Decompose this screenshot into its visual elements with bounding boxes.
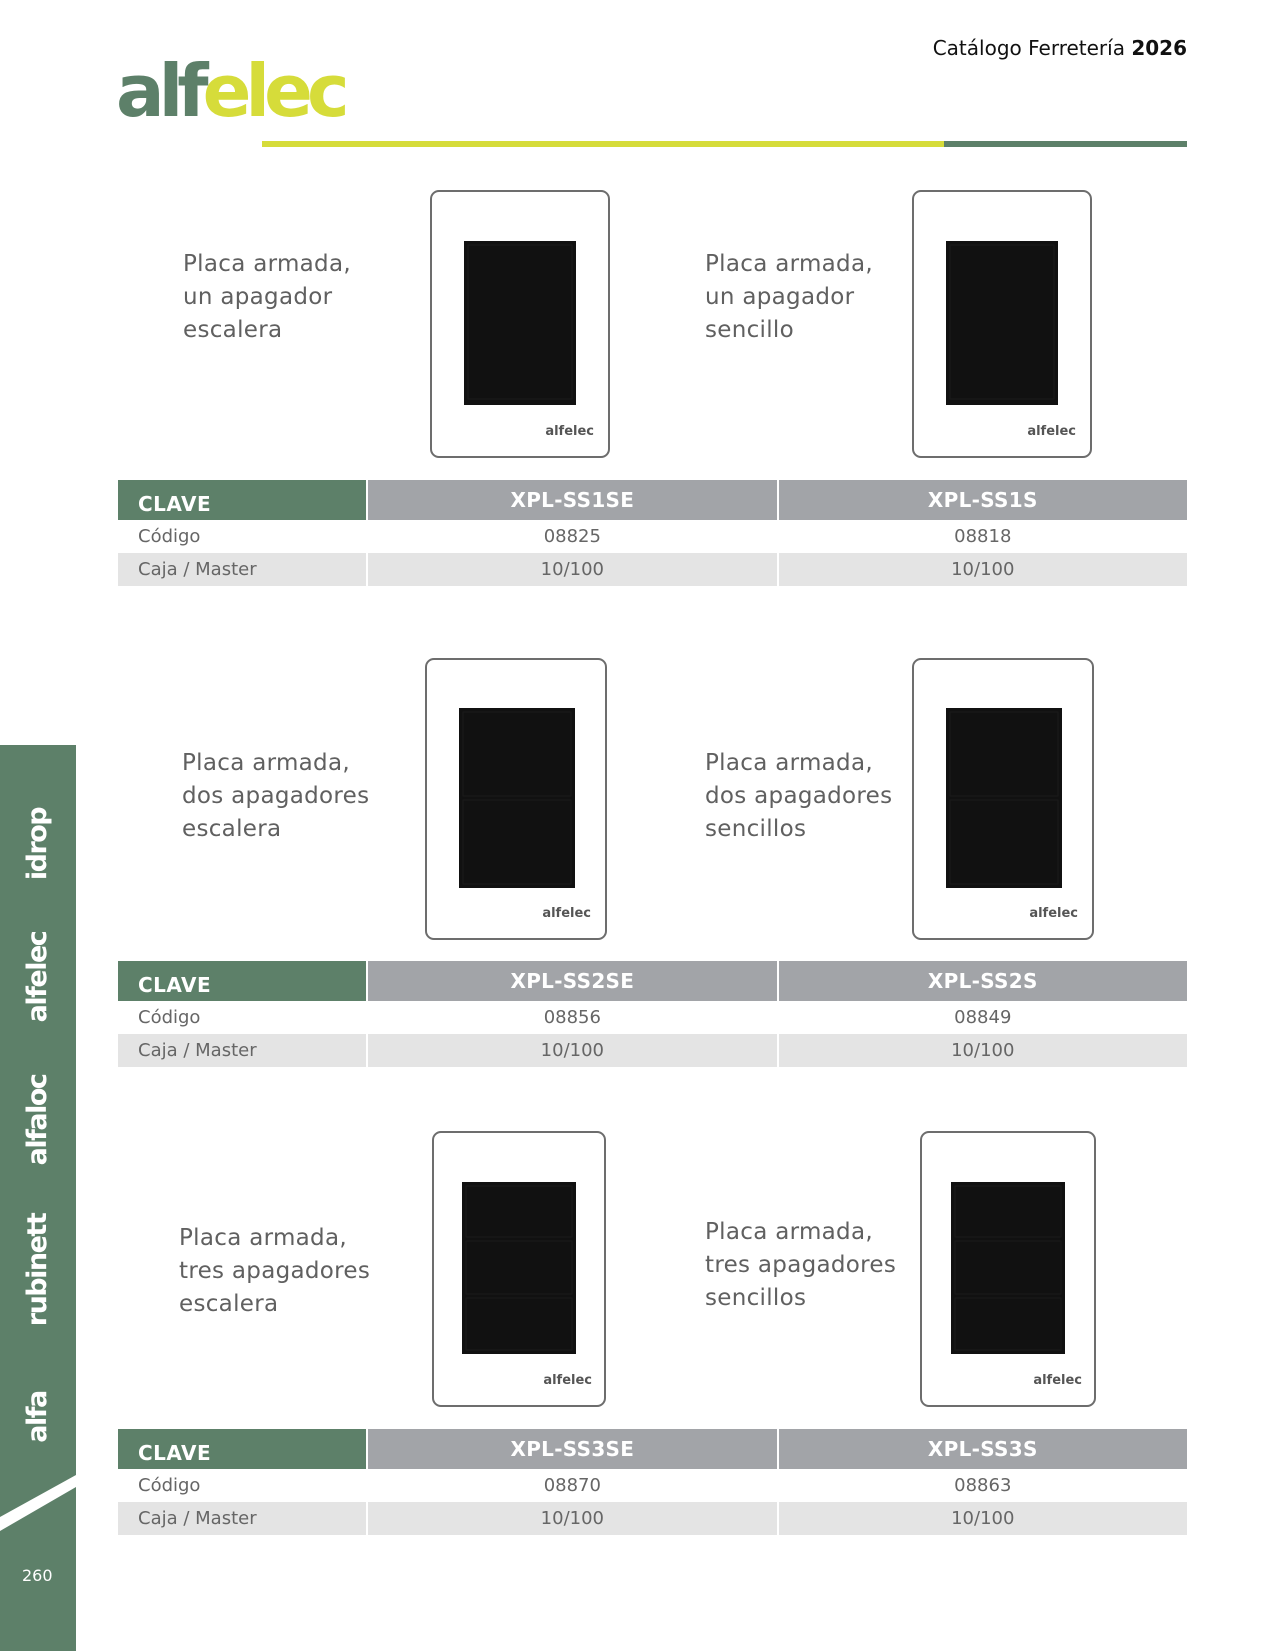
product-description: Placa armada, un apagador sencillo [705, 251, 873, 343]
table-row: Caja / Master 10/100 10/100 [118, 1034, 1187, 1067]
sidebar-brand-idrop: idrop [22, 807, 53, 881]
caja-value: 10/100 [368, 1034, 777, 1067]
caja-label: Caja / Master [118, 1502, 367, 1535]
catalog-title: Catálogo Ferretería 2026 [933, 36, 1187, 60]
product-key: XPL-SS2SE [368, 961, 777, 1001]
codigo-value: 08870 [543, 1475, 601, 1496]
codigo-value: 08818 [954, 526, 1012, 547]
plate-image: alfelec [920, 1131, 1096, 1407]
brand-sidebar [0, 745, 76, 1651]
spec-table: CLAVE XPL-SS3SE XPL-SS3S Código 08870 08… [118, 1429, 1187, 1535]
product-description: Placa armada, dos apagadores sencillos [705, 750, 893, 842]
codigo-label: Código [138, 1475, 201, 1496]
product-description: Placa armada, tres apagadores sencillos [705, 1219, 897, 1311]
plate-image: alfelec [912, 190, 1092, 458]
table-header-row: CLAVE XPL-SS3SE XPL-SS3S [118, 1429, 1187, 1469]
catalog-title-text: Catálogo Ferretería [932, 36, 1125, 60]
caja-value: 10/100 [778, 1502, 1187, 1535]
page-number: 260 [22, 1566, 53, 1585]
codigo-value: 08863 [954, 1475, 1012, 1496]
alfelec-logo: alfelec [116, 49, 351, 128]
svg-text:alfelec: alfelec [1033, 1373, 1082, 1388]
plate-image: alfelec [912, 658, 1094, 940]
sidebar-brand-alfaloc: alfaloc [22, 1074, 53, 1166]
table-row: Código 08870 08863 [118, 1469, 1187, 1502]
table-header-row: CLAVE XPL-SS2SE XPL-SS2S [118, 961, 1187, 1001]
catalog-year: 2026 [1131, 36, 1187, 60]
product-key: XPL-SS1S [778, 480, 1187, 520]
codigo-value: 08856 [543, 1007, 601, 1028]
product-key: XPL-SS3S [778, 1429, 1187, 1469]
clave-label: CLAVE [118, 1429, 367, 1469]
sidebar-brand-alfa: alfa [22, 1391, 53, 1443]
sidebar-brand-rubinett: rubinett [22, 1213, 53, 1327]
codigo-value: 08825 [543, 526, 601, 547]
codigo-label: Código [138, 526, 201, 547]
product-key: XPL-SS2S [778, 961, 1187, 1001]
caja-value: 10/100 [368, 1502, 777, 1535]
codigo-value: 08849 [954, 1007, 1012, 1028]
codigo-label: Código [138, 1007, 201, 1028]
clave-label: CLAVE [118, 961, 367, 1001]
product-key: XPL-SS3SE [368, 1429, 777, 1469]
table-row: Caja / Master 10/100 10/100 [118, 553, 1187, 586]
product-description: Placa armada, tres apagadores escalera [179, 1225, 371, 1317]
product-description: Placa armada, dos apagadores escalera [182, 750, 370, 842]
sidebar-stripe [0, 1475, 76, 1531]
header-bar-green [944, 141, 1187, 147]
sidebar-brand-alfelec: alfelec [22, 931, 53, 1023]
caja-label: Caja / Master [118, 1034, 367, 1067]
caja-value: 10/100 [778, 1034, 1187, 1067]
svg-text:alfelec: alfelec [1027, 424, 1076, 439]
spec-table: CLAVE XPL-SS2SE XPL-SS2S Código 08856 08… [118, 961, 1187, 1067]
svg-text:alfelec: alfelec [542, 906, 591, 921]
svg-text:alfelec: alfelec [116, 49, 345, 128]
plate-image: alfelec [432, 1131, 606, 1407]
plate-image: alfelec [430, 190, 610, 458]
caja-label: Caja / Master [118, 553, 367, 586]
table-row: Caja / Master 10/100 10/100 [118, 1502, 1187, 1535]
spec-table: CLAVE XPL-SS1SE XPL-SS1S Código 08825 08… [118, 480, 1187, 586]
table-header-row: CLAVE XPL-SS1SE XPL-SS1S [118, 480, 1187, 520]
svg-text:alfelec: alfelec [545, 424, 594, 439]
clave-label: CLAVE [118, 480, 367, 520]
product-description: Placa armada, un apagador escalera [183, 251, 351, 343]
table-row: Código 08856 08849 [118, 1001, 1187, 1034]
caja-value: 10/100 [368, 553, 777, 586]
svg-text:alfelec: alfelec [1029, 906, 1078, 921]
product-key: XPL-SS1SE [368, 480, 777, 520]
plate-image: alfelec [425, 658, 607, 940]
header-bar-yellow [262, 141, 944, 147]
table-row: Código 08825 08818 [118, 520, 1187, 553]
svg-text:alfelec: alfelec [543, 1373, 592, 1388]
caja-value: 10/100 [778, 553, 1187, 586]
